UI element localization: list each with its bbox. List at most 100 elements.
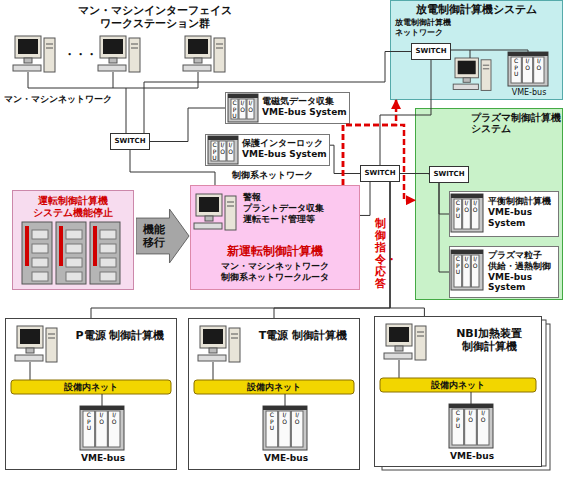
computer-icon: [15, 326, 57, 362]
monitor: [15, 36, 41, 58]
card-label: I/O: [468, 410, 474, 423]
rack-card: [239, 99, 246, 119]
drive: [417, 336, 424, 337]
rack-card: [463, 255, 471, 287]
monitor: [455, 58, 478, 78]
rack-card: [454, 255, 462, 287]
network-link: [439, 183, 449, 272]
rack-card: [219, 141, 226, 161]
tower: [415, 326, 426, 360]
annotation-label: マン・マシンインターフェイス ワークステーション群: [40, 4, 270, 30]
rack-top: [451, 250, 483, 254]
rack-card: [465, 409, 477, 445]
card-label: CPU: [232, 100, 238, 120]
node-text: 電磁気データ収集 VME-bus System: [262, 96, 347, 118]
cabinet-panel: [32, 230, 48, 239]
node-text: 保護インターロック VME-bus System: [242, 138, 327, 160]
rack-top: [508, 52, 548, 56]
drive: [231, 338, 238, 339]
stand: [24, 58, 32, 63]
screen: [20, 329, 40, 344]
arrow-outline: [136, 209, 189, 263]
annotation-label: マン・マシンネットワーク: [4, 94, 119, 105]
system-region: プラズマ制御計算機 システムSWITCH平衡制御計算機 VME-bus Syst…: [415, 108, 563, 300]
stopped-system-box: 運転制御計算機 システム機能停止: [12, 190, 134, 290]
switch-box: SWITCH: [110, 133, 150, 150]
tower: [46, 328, 57, 362]
rack-card: [522, 57, 532, 83]
cabinet-lamp: [25, 226, 29, 266]
network-link: [439, 183, 449, 214]
facility-net-bar: [380, 378, 536, 392]
rack-body: [451, 194, 483, 232]
keyboard: [384, 353, 412, 359]
cabinet-icon: [56, 222, 86, 284]
cabinet-panel: [100, 230, 116, 239]
tower: [129, 38, 140, 72]
network-wire: [28, 88, 198, 89]
node-text: VME-bus: [68, 453, 138, 464]
rack-card: [452, 409, 464, 445]
card-label: I/O: [294, 412, 300, 425]
vme-rack: [451, 194, 483, 232]
rack-body: [508, 52, 548, 86]
vme-rack: [508, 52, 548, 86]
card-label: I/O: [464, 256, 470, 269]
computer-icon: [13, 36, 55, 72]
card-label: CPU: [212, 142, 218, 162]
network-wire: [113, 72, 114, 88]
stand: [463, 78, 470, 83]
cabinet: [56, 222, 86, 284]
rack-card: [471, 199, 479, 229]
network-link: [130, 150, 215, 185]
rack-card: [266, 411, 278, 447]
cabinet-panel: [100, 272, 116, 281]
annotation-label: 制御指令・応答: [375, 218, 386, 291]
rack-body: [228, 94, 258, 122]
keyboard: [183, 65, 211, 71]
card-label: I/O: [248, 100, 254, 113]
network-link: [144, 52, 411, 134]
card-label: I/O: [282, 412, 288, 425]
screen: [203, 329, 223, 344]
rack-top: [80, 406, 124, 410]
rack-card: [231, 99, 238, 119]
monitor: [100, 36, 126, 58]
card-label: CPU: [269, 412, 275, 432]
stand: [109, 58, 117, 63]
cabinet: [90, 222, 120, 284]
network-wire: [126, 88, 127, 133]
network-wire: [450, 50, 528, 51]
cabinet-panel: [66, 272, 82, 281]
cabinet: [22, 222, 52, 284]
tower: [214, 38, 225, 72]
node-text: VME-bus: [437, 451, 507, 462]
keyboard: [13, 65, 41, 71]
node-text: 運転制御計算機 システム機能停止: [17, 195, 129, 219]
cabinet-panel: [66, 244, 82, 253]
card-label: I/O: [99, 412, 105, 425]
node-text: SWITCH: [430, 170, 468, 178]
vme-system-box: 平衡制御計算機 VME-bus System: [449, 191, 559, 237]
keyboard: [15, 355, 43, 361]
rack-top: [263, 406, 307, 410]
drive: [483, 65, 489, 66]
drive: [227, 202, 234, 203]
node-text: SWITCH: [361, 169, 399, 177]
annotation-label: 放電制御計算機 ネットワーク: [395, 18, 475, 37]
node-text: 警報 プラントデータ収集 運転モード管理等: [243, 192, 338, 224]
computer-icon: [453, 58, 491, 90]
computer-icon: [384, 324, 426, 360]
rack-card: [83, 411, 95, 447]
transfer-arrow: 機能 移行: [136, 208, 190, 264]
node-text: P電源 制御計算機: [68, 329, 172, 342]
card-label: I/O: [472, 200, 478, 213]
network-link: [150, 108, 225, 142]
node-text: T電源 制御計算機: [251, 329, 355, 342]
network-link: [360, 182, 370, 215]
computer-icon: [183, 36, 225, 72]
network-link: [274, 182, 390, 318]
cabinet-icon: [22, 222, 52, 284]
